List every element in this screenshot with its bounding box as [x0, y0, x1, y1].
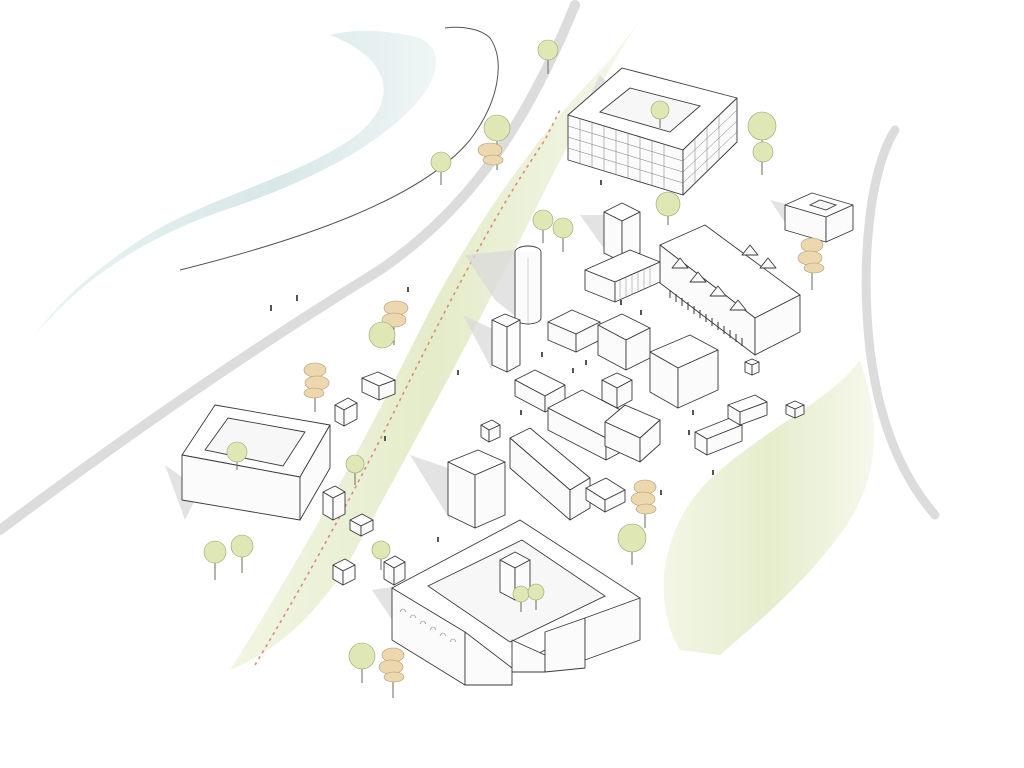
building-tall-slab-west — [491, 313, 521, 373]
building-central-cluster — [514, 309, 719, 463]
tree — [371, 540, 391, 570]
tree — [348, 642, 376, 683]
building-west-courtyard-block — [181, 404, 331, 521]
river — [35, 30, 437, 335]
building-large-cube-south — [447, 449, 506, 529]
tree — [630, 479, 657, 528]
people — [270, 180, 714, 542]
tree — [617, 523, 647, 565]
tree — [532, 209, 554, 243]
tree — [303, 362, 330, 412]
railway — [254, 109, 561, 666]
tree — [226, 441, 248, 470]
tree — [537, 39, 559, 74]
tree — [527, 583, 545, 610]
building-west-small-blocks — [322, 371, 501, 586]
building-slab-with-facade — [584, 249, 661, 303]
tree — [430, 151, 452, 185]
trees — [203, 39, 825, 698]
building-tall-tower-north — [603, 202, 641, 263]
tree — [345, 454, 365, 485]
roads — [0, 0, 940, 535]
tree — [655, 191, 681, 225]
tree — [203, 540, 227, 580]
building-south-courtyard-complex — [391, 519, 641, 686]
building-cylinder-tower — [514, 245, 542, 325]
tree — [552, 217, 574, 252]
tree — [378, 647, 405, 698]
building-east-small-courtyard — [784, 192, 854, 243]
tree — [230, 534, 254, 573]
building-south-row-houses — [509, 427, 626, 521]
tree — [747, 111, 777, 175]
tree — [368, 300, 409, 349]
green-park-wash — [663, 360, 874, 655]
building-east-small-blocks — [694, 358, 805, 456]
tree — [797, 237, 825, 290]
building-east-row-houses — [659, 224, 801, 356]
tree — [477, 114, 511, 170]
tree — [650, 100, 670, 128]
